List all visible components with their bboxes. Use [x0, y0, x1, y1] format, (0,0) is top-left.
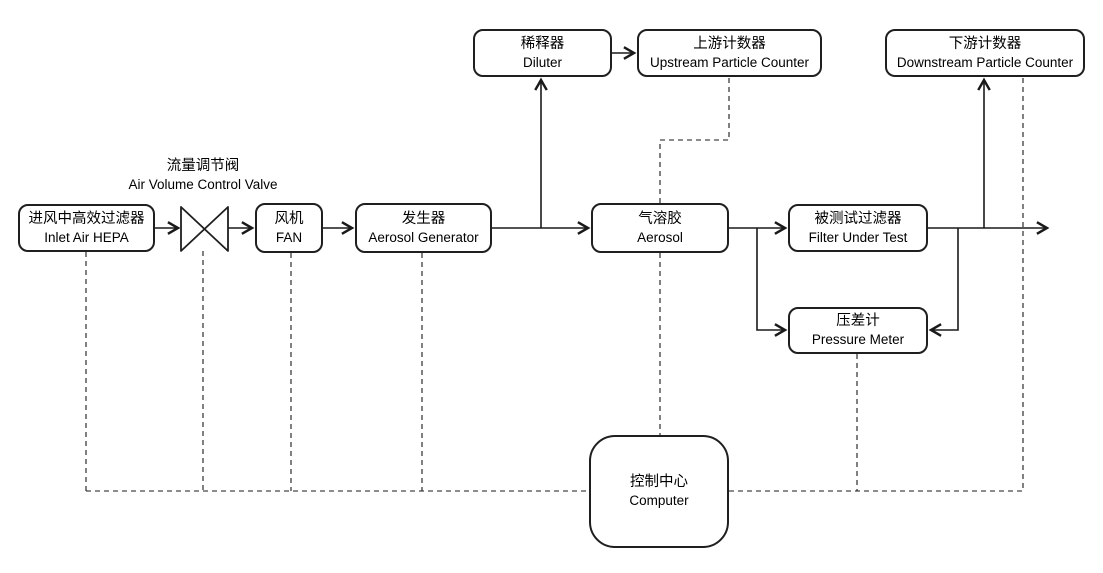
node-label-en: Upstream Particle Counter [649, 54, 810, 70]
node-label-zh: 压差计 [836, 313, 880, 330]
node-fan: 风机 FAN [255, 203, 323, 253]
node-label-en: Downstream Particle Counter [896, 54, 1074, 70]
node-label-zh: 发生器 [401, 210, 446, 227]
node-filter-under-test: 被测试过滤器 Filter Under Test [788, 204, 928, 252]
flow-branch-to-pressure-meter-left [756, 228, 788, 337]
valve-label-en: Air Volume Control Valve [128, 177, 278, 193]
node-label-zh: 气溶胶 [638, 210, 682, 227]
flow-lines [155, 46, 1050, 337]
flow-branch-to-pressure-meter-right [928, 228, 959, 337]
control-lines [85, 78, 1024, 492]
node-computer: 控制中心 Computer [589, 435, 729, 548]
node-label-zh: 被测试过滤器 [814, 210, 902, 227]
valve-icon [180, 206, 229, 252]
node-downstream-particle-counter: 下游计数器 Downstream Particle Counter [885, 29, 1085, 77]
node-label-zh: 风机 [274, 210, 304, 227]
node-label-zh: 上游计数器 [693, 35, 766, 52]
node-pressure-meter: 压差计 Pressure Meter [788, 307, 928, 354]
valve-label: 流量调节阀 Air Volume Control Valve [83, 157, 323, 194]
node-label-en: Aerosol [637, 229, 683, 245]
node-label-zh: 进风中高效过滤器 [28, 210, 145, 227]
node-aerosol: 气溶胶 Aerosol [591, 203, 729, 253]
node-upstream-particle-counter: 上游计数器 Upstream Particle Counter [637, 29, 822, 77]
node-label-en: Diluter [522, 54, 562, 70]
node-label-en: Inlet Air HEPA [44, 229, 129, 245]
node-inlet-air-hepa: 进风中高效过滤器 Inlet Air HEPA [18, 204, 155, 252]
node-label-en: Aerosol Generator [368, 229, 479, 245]
node-label-en: Computer [629, 493, 689, 509]
node-label-en: FAN [275, 229, 303, 245]
node-label-en: Pressure Meter [811, 332, 905, 348]
node-label-en: Filter Under Test [808, 229, 908, 245]
ctrl-upstream-counter [659, 78, 730, 203]
node-aerosol-generator: 发生器 Aerosol Generator [355, 203, 492, 253]
node-label-zh: 下游计数器 [948, 35, 1022, 52]
node-label-zh: 控制中心 [630, 474, 688, 491]
node-label-zh: 稀释器 [520, 35, 565, 52]
valve-label-zh: 流量调节阀 [166, 158, 240, 174]
node-diluter: 稀释器 Diluter [473, 29, 612, 77]
